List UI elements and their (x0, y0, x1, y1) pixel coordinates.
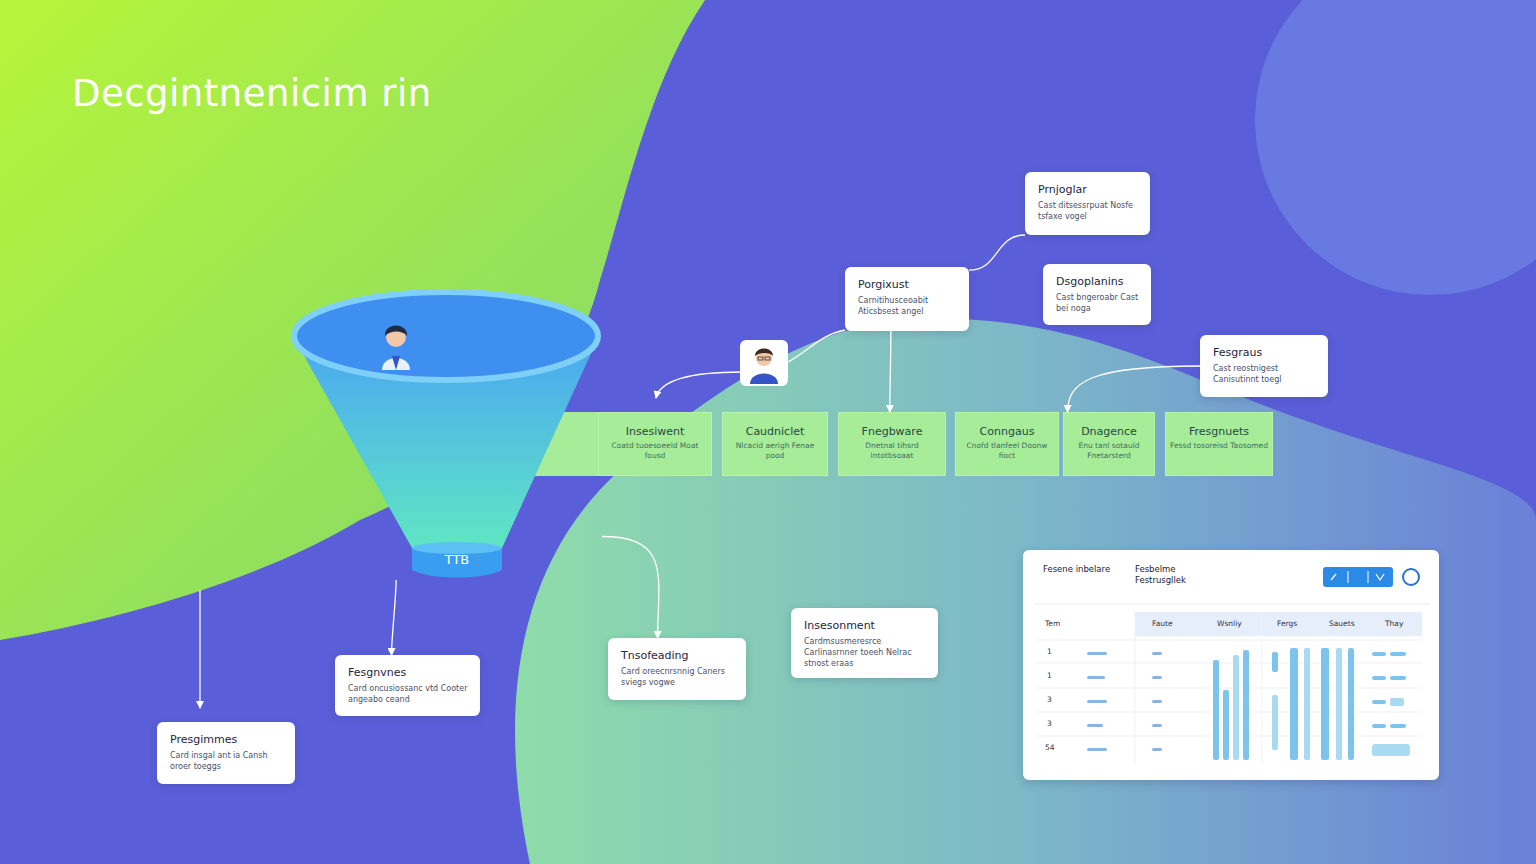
stage-cell: FnegbwareDnetnal tihsrd Intotbsoaat (838, 412, 946, 476)
card-body: Cnofd tlanfeel Doonw fioct (960, 441, 1054, 461)
connector (602, 537, 659, 639)
card-heading: Prnjoglar (1038, 183, 1138, 196)
stage-cell: ConngausCnofd tlanfeel Doonw fioct (955, 412, 1059, 476)
info-card: PresgimmesCard insgal ant ia Cansh oroer… (157, 722, 295, 784)
card-heading: Presgimmes (170, 733, 283, 746)
connector (890, 331, 891, 412)
info-card: FesgnvnesCard oncusiossanc vtd Cooter an… (335, 655, 480, 716)
info-card: FesgrausCast reostnigest Canisutinnt toe… (1200, 335, 1328, 397)
table-panel: Fesene inbelareFesbelme Festrusgllek (1023, 550, 1439, 780)
info-card: TnsofeadingCard oreecnrsnnig Caners svie… (608, 638, 746, 700)
column-header: Tem (1045, 619, 1060, 628)
stage-cell: FresgnuetsFessd tosoreisd Taosomed (1165, 412, 1273, 476)
background-blob (1255, 0, 1536, 295)
stage-cell: InsesiwentCoatd tuoesoeeld Moat fousd (598, 412, 712, 476)
diagram-title: Decgintnenicim rin (72, 72, 432, 115)
card-body: Dnetnal tihsrd Intotbsoaat (843, 441, 941, 461)
card-body: Card oreecnrsnnig Caners sviegs vogwe (621, 666, 734, 688)
card-body: Coatd tuoesoeeld Moat fousd (603, 441, 707, 461)
card-heading: Fesgnvnes (348, 666, 468, 679)
leader-line (788, 330, 845, 362)
stage-cell: CaudnicletNlcacid aerigh Fenae pood (722, 412, 828, 476)
funnel-node: TTB (290, 290, 602, 580)
panel-heading: Fesbelme Festrusgllek (1135, 564, 1215, 586)
connector (392, 580, 397, 655)
card-body: Cardmsusmeresrce Carlinasrnner toeeh Nel… (804, 636, 926, 669)
card-body: Cast bngeroabr Cast bei noga (1056, 292, 1139, 314)
row-number: 3 (1047, 719, 1052, 728)
leader-line (199, 590, 200, 708)
info-card: InsesonmentCardmsusmeresrce Carlinasrnne… (791, 608, 938, 678)
column-header: Sauets (1329, 619, 1355, 628)
connector (1068, 366, 1200, 412)
funnel-label: TTB (412, 552, 502, 567)
column-header: Faute (1152, 619, 1173, 628)
avatar-box (740, 340, 788, 386)
card-body: Card oncusiossanc vtd Cooter angeabo cea… (348, 683, 468, 705)
row-number: 1 (1047, 647, 1052, 656)
card-body: Cast reostnigest Canisutinnt toegl (1213, 363, 1316, 385)
card-heading: Dnagence (1068, 425, 1150, 439)
row-number: 3 (1047, 695, 1052, 704)
panel-heading: Fesene inbelare (1043, 564, 1133, 575)
column-header: Thay (1385, 619, 1403, 628)
column-header: Fergs (1277, 619, 1297, 628)
card-body: Nlcacid aerigh Fenae pood (727, 441, 823, 461)
teal-blob (515, 319, 1536, 864)
card-heading: Fesgraus (1213, 346, 1316, 359)
connector (969, 235, 1025, 270)
card-body: Card insgal ant ia Cansh oroer toeggs (170, 750, 283, 772)
card-heading: Caudniclet (727, 425, 823, 439)
card-heading: Dsgoplanins (1056, 275, 1139, 288)
card-body: Carnitihusceoabit Aticsbsest angel (858, 295, 957, 317)
row-number: 54 (1045, 743, 1055, 752)
info-card: PrnjoglarCast ditsessrpuat Nosfe tsfaxe … (1025, 172, 1150, 235)
card-heading: Tnsofeading (621, 649, 734, 662)
funnel-shape (290, 290, 602, 580)
card-heading: Fnegbware (843, 425, 941, 439)
card-heading: Porgixust (858, 278, 957, 291)
stage-cell: DnagenceEnu tanl sotauld Fnetarsterd (1063, 412, 1155, 476)
card-body: Enu tanl sotauld Fnetarsterd (1068, 441, 1150, 461)
column-header: Wsnliy (1217, 619, 1242, 628)
card-heading: Insesonment (804, 619, 926, 632)
info-card: DsgoplaninsCast bngeroabr Cast bei noga (1043, 264, 1151, 325)
leader-line (656, 372, 742, 398)
card-body: Cast ditsessrpuat Nosfe tsfaxe vogel (1038, 200, 1138, 222)
card-body: Fessd tosoreisd Taosomed (1170, 441, 1268, 451)
row-number: 1 (1047, 671, 1052, 680)
card-heading: Fresgnuets (1170, 425, 1268, 439)
card-heading: Conngaus (960, 425, 1054, 439)
card-heading: Insesiwent (603, 425, 707, 439)
info-card: PorgixustCarnitihusceoabit Aticsbsest an… (845, 267, 969, 331)
